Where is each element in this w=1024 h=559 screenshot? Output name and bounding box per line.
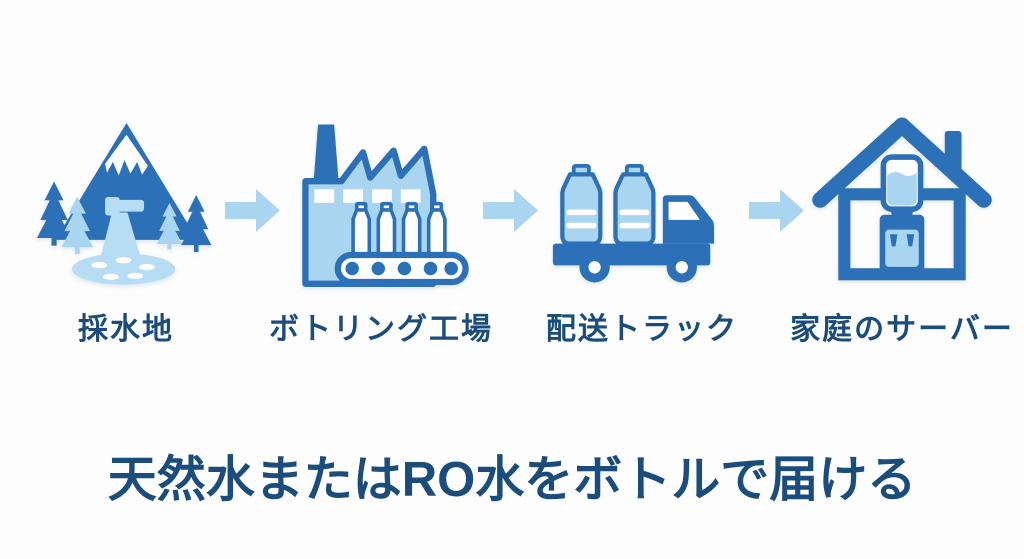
conveyor-roller [397,261,412,276]
bottle [351,201,372,257]
mountain [54,122,198,240]
server-tap [889,234,898,247]
water-jug [562,166,600,244]
snow-cap [104,134,148,176]
right-arrow-icon [749,188,805,238]
mountain-spring-icon [36,122,211,285]
factory-chimney [313,124,339,183]
bottle [376,201,397,257]
factory-window [314,189,335,203]
station-water-source: 採水地 [20,95,232,348]
factory-window [343,189,363,203]
conveyor-roller [444,261,458,276]
page-title: 天然水またはRO水をボトルで届ける [107,453,917,507]
conveyor-roller [423,261,438,276]
server-tap [906,234,915,247]
water-stream [99,212,141,260]
delivery-truck-icon [552,163,715,283]
house-roof [812,117,992,208]
bottling-factory-icon [302,124,469,287]
cab-window [668,201,700,220]
water-jug [615,166,653,244]
spring-pond [71,253,175,285]
bottle [401,201,422,257]
conveyor-roller [371,261,386,276]
station-bottling-factory: ボトリング工場 [269,95,491,348]
right-arrow-icon [225,188,281,238]
bottle-water [887,171,917,206]
conveyor-roller [345,261,359,276]
station-delivery-truck: 配送トラック [536,95,748,348]
bottle [426,201,447,257]
station-home-server: 家庭のサーバー [790,95,1012,348]
station-label: 採水地 [78,313,174,346]
home-water-server-icon [812,117,992,281]
right-arrow-icon [483,188,539,238]
factory-window [372,189,392,203]
pine-tree [36,181,71,246]
station-label: 家庭のサーバー [790,313,1014,346]
station-label: 配送トラック [546,313,738,346]
station-label: ボトリング工場 [269,313,493,346]
factory-window [400,189,421,203]
